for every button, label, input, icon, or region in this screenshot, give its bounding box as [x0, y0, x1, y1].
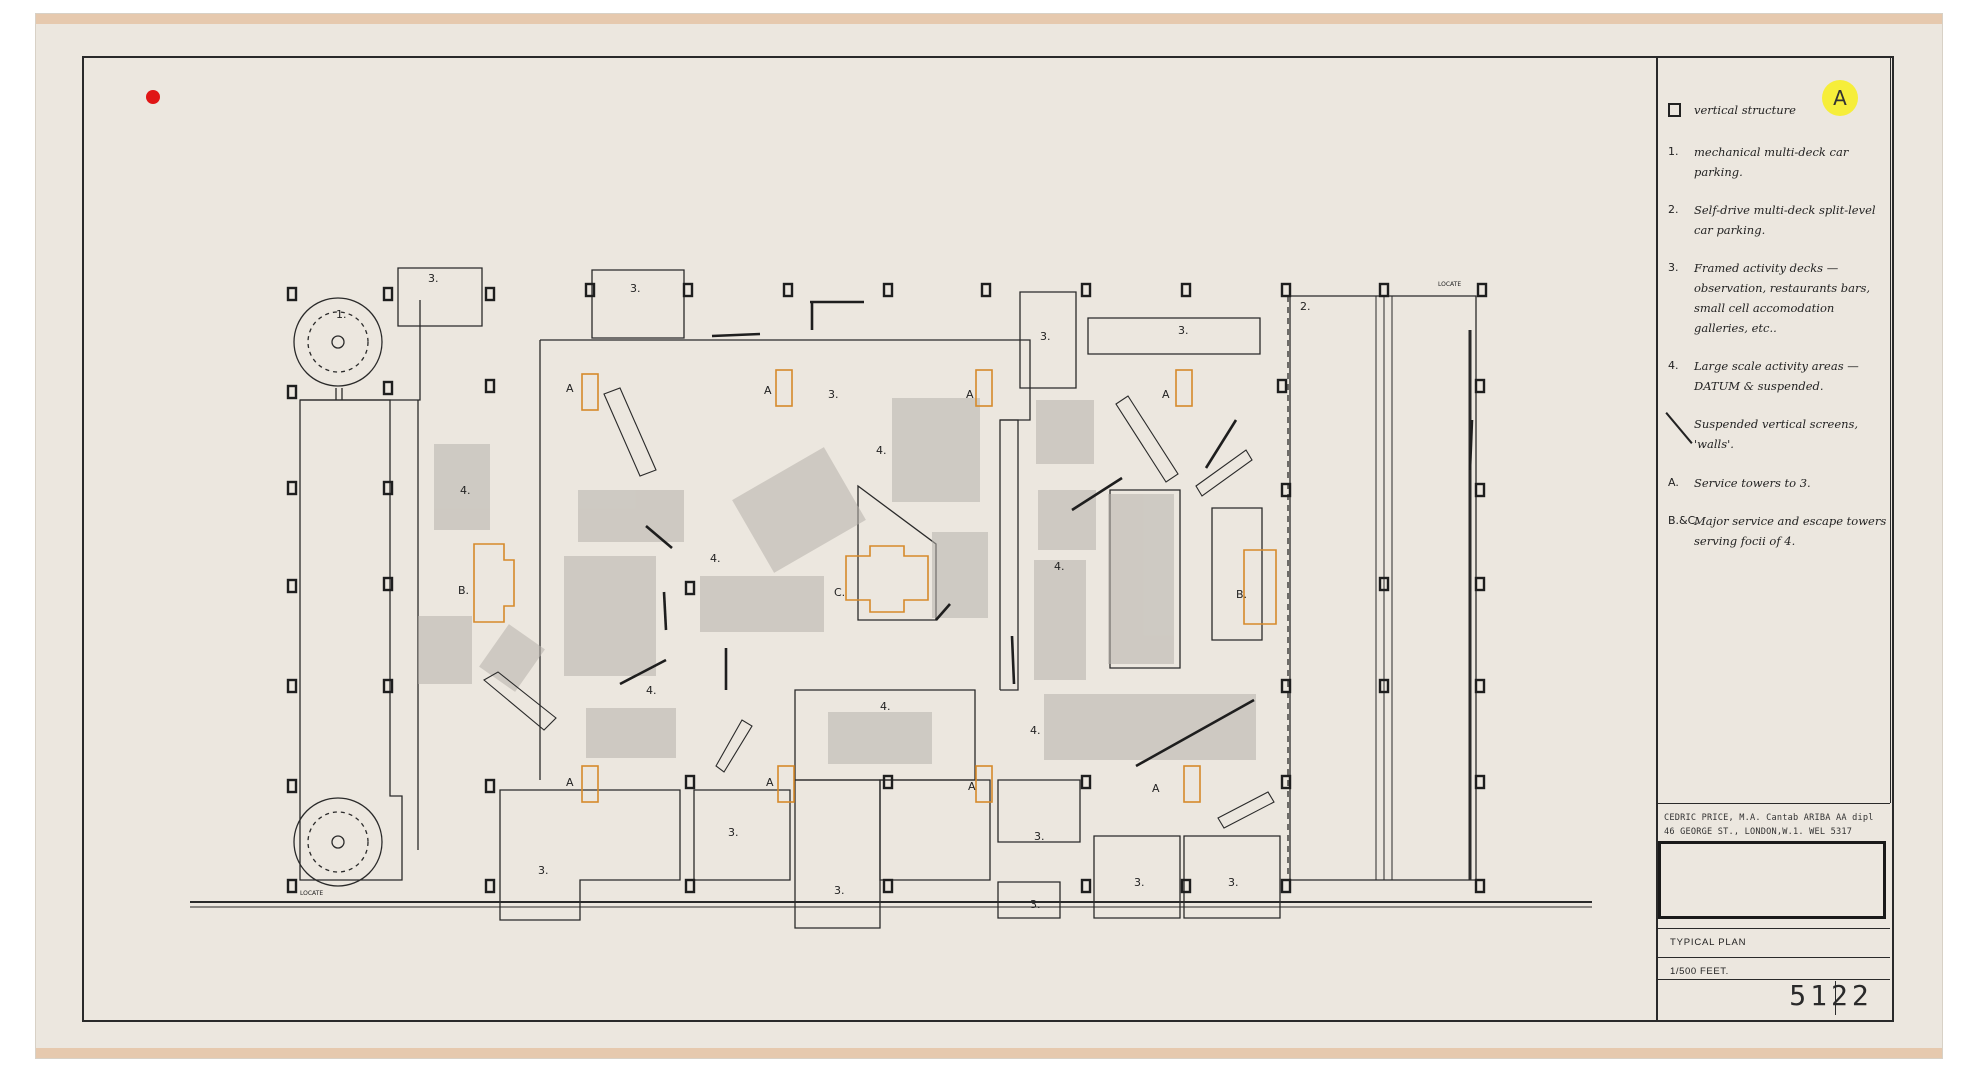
svg-text:1.: 1. — [336, 308, 347, 321]
car-park-drums — [293, 297, 383, 887]
svg-text:A: A — [1152, 782, 1160, 795]
svg-text:3.: 3. — [538, 864, 549, 877]
drawing-scale: 1/500 FEET. — [1670, 966, 1729, 977]
activity-areas — [418, 398, 1256, 764]
svg-text:A: A — [764, 384, 772, 397]
svg-text:3.: 3. — [1134, 876, 1145, 889]
svg-text:A: A — [566, 776, 574, 789]
square-symbol-icon — [1668, 103, 1681, 117]
svg-text:B.: B. — [1236, 588, 1247, 601]
svg-text:B.: B. — [458, 584, 469, 597]
svg-text:C.: C. — [834, 586, 845, 599]
title-block: CEDRIC PRICE, M.A. Cantab ARIBA AA dipl … — [1656, 803, 1890, 1020]
vertical-structure-columns — [286, 282, 1488, 894]
svg-text:A: A — [766, 776, 774, 789]
svg-text:3.: 3. — [828, 388, 839, 401]
legend-item-3: 3. Framed activity decks — observation, … — [1668, 261, 1871, 335]
legend-item-4: 4. Large scale activity areas — DATUM & … — [1668, 359, 1859, 393]
svg-text:4.: 4. — [710, 552, 721, 565]
legend-panel-edge — [1890, 58, 1891, 803]
sheet-edge-top — [36, 14, 1942, 24]
svg-text:4.: 4. — [880, 700, 891, 713]
svg-text:4.: 4. — [876, 444, 887, 457]
svg-text:4.: 4. — [1030, 724, 1041, 737]
legend-item-a: A. Service towers to 3. — [1668, 476, 1811, 490]
sheet-edge-bottom — [36, 1048, 1942, 1058]
suspended-screens — [619, 300, 1474, 768]
drawing-number: 5122 — [1789, 979, 1873, 1012]
svg-text:4.: 4. — [1054, 560, 1065, 573]
svg-text:3.: 3. — [1030, 898, 1041, 911]
plan-labels: 1. 2. 3. 3. 3. 3. 3. 3. 3. 3. 3. 3. 3. 3… — [300, 272, 1461, 911]
legend-item-1: 1. mechanical multi-deck car parking. — [1668, 145, 1849, 179]
svg-text:3.: 3. — [1034, 830, 1045, 843]
ramps — [483, 387, 1275, 829]
legend-item-2: 2. Self-drive multi-deck split-level car… — [1668, 203, 1876, 237]
svg-text:3.: 3. — [1178, 324, 1189, 337]
svg-text:A: A — [1162, 388, 1170, 401]
svg-text:3.: 3. — [630, 282, 641, 295]
drawing-badge: A — [1822, 80, 1858, 116]
svg-text:4.: 4. — [646, 684, 657, 697]
svg-text:3.: 3. — [1040, 330, 1051, 343]
drawing-title: TYPICAL PLAN — [1670, 937, 1747, 948]
legend: vertical structure 1. mechanical multi-d… — [1665, 100, 1890, 569]
plan-outline — [190, 267, 1592, 929]
svg-text:3.: 3. — [1228, 876, 1239, 889]
svg-text:A: A — [966, 388, 974, 401]
drawing-border — [82, 56, 1894, 1022]
service-towers — [473, 369, 1277, 803]
legend-panel — [1656, 58, 1892, 1020]
svg-text:LOCATE: LOCATE — [1438, 281, 1461, 288]
svg-text:3.: 3. — [728, 826, 739, 839]
drawing-sheet — [36, 14, 1942, 1058]
svg-text:LOCATE: LOCATE — [300, 890, 323, 897]
svg-text:A: A — [566, 382, 574, 395]
svg-text:3.: 3. — [428, 272, 439, 285]
legend-item-vertical-structure: vertical structure — [1668, 100, 1890, 124]
legend-item-bc: B.&C. Major service and escape towers se… — [1668, 514, 1887, 548]
title-box — [1658, 841, 1886, 919]
red-marker-dot — [146, 90, 160, 104]
legend-item-screens: Suspended vertical screens, 'walls'. — [1665, 412, 1890, 455]
architect-address: CEDRIC PRICE, M.A. Cantab ARIBA AA dipl … — [1664, 813, 1874, 837]
svg-text:3.: 3. — [834, 884, 845, 897]
svg-text:4.: 4. — [460, 484, 471, 497]
svg-text:A: A — [968, 780, 976, 793]
svg-text:2.: 2. — [1300, 300, 1311, 313]
